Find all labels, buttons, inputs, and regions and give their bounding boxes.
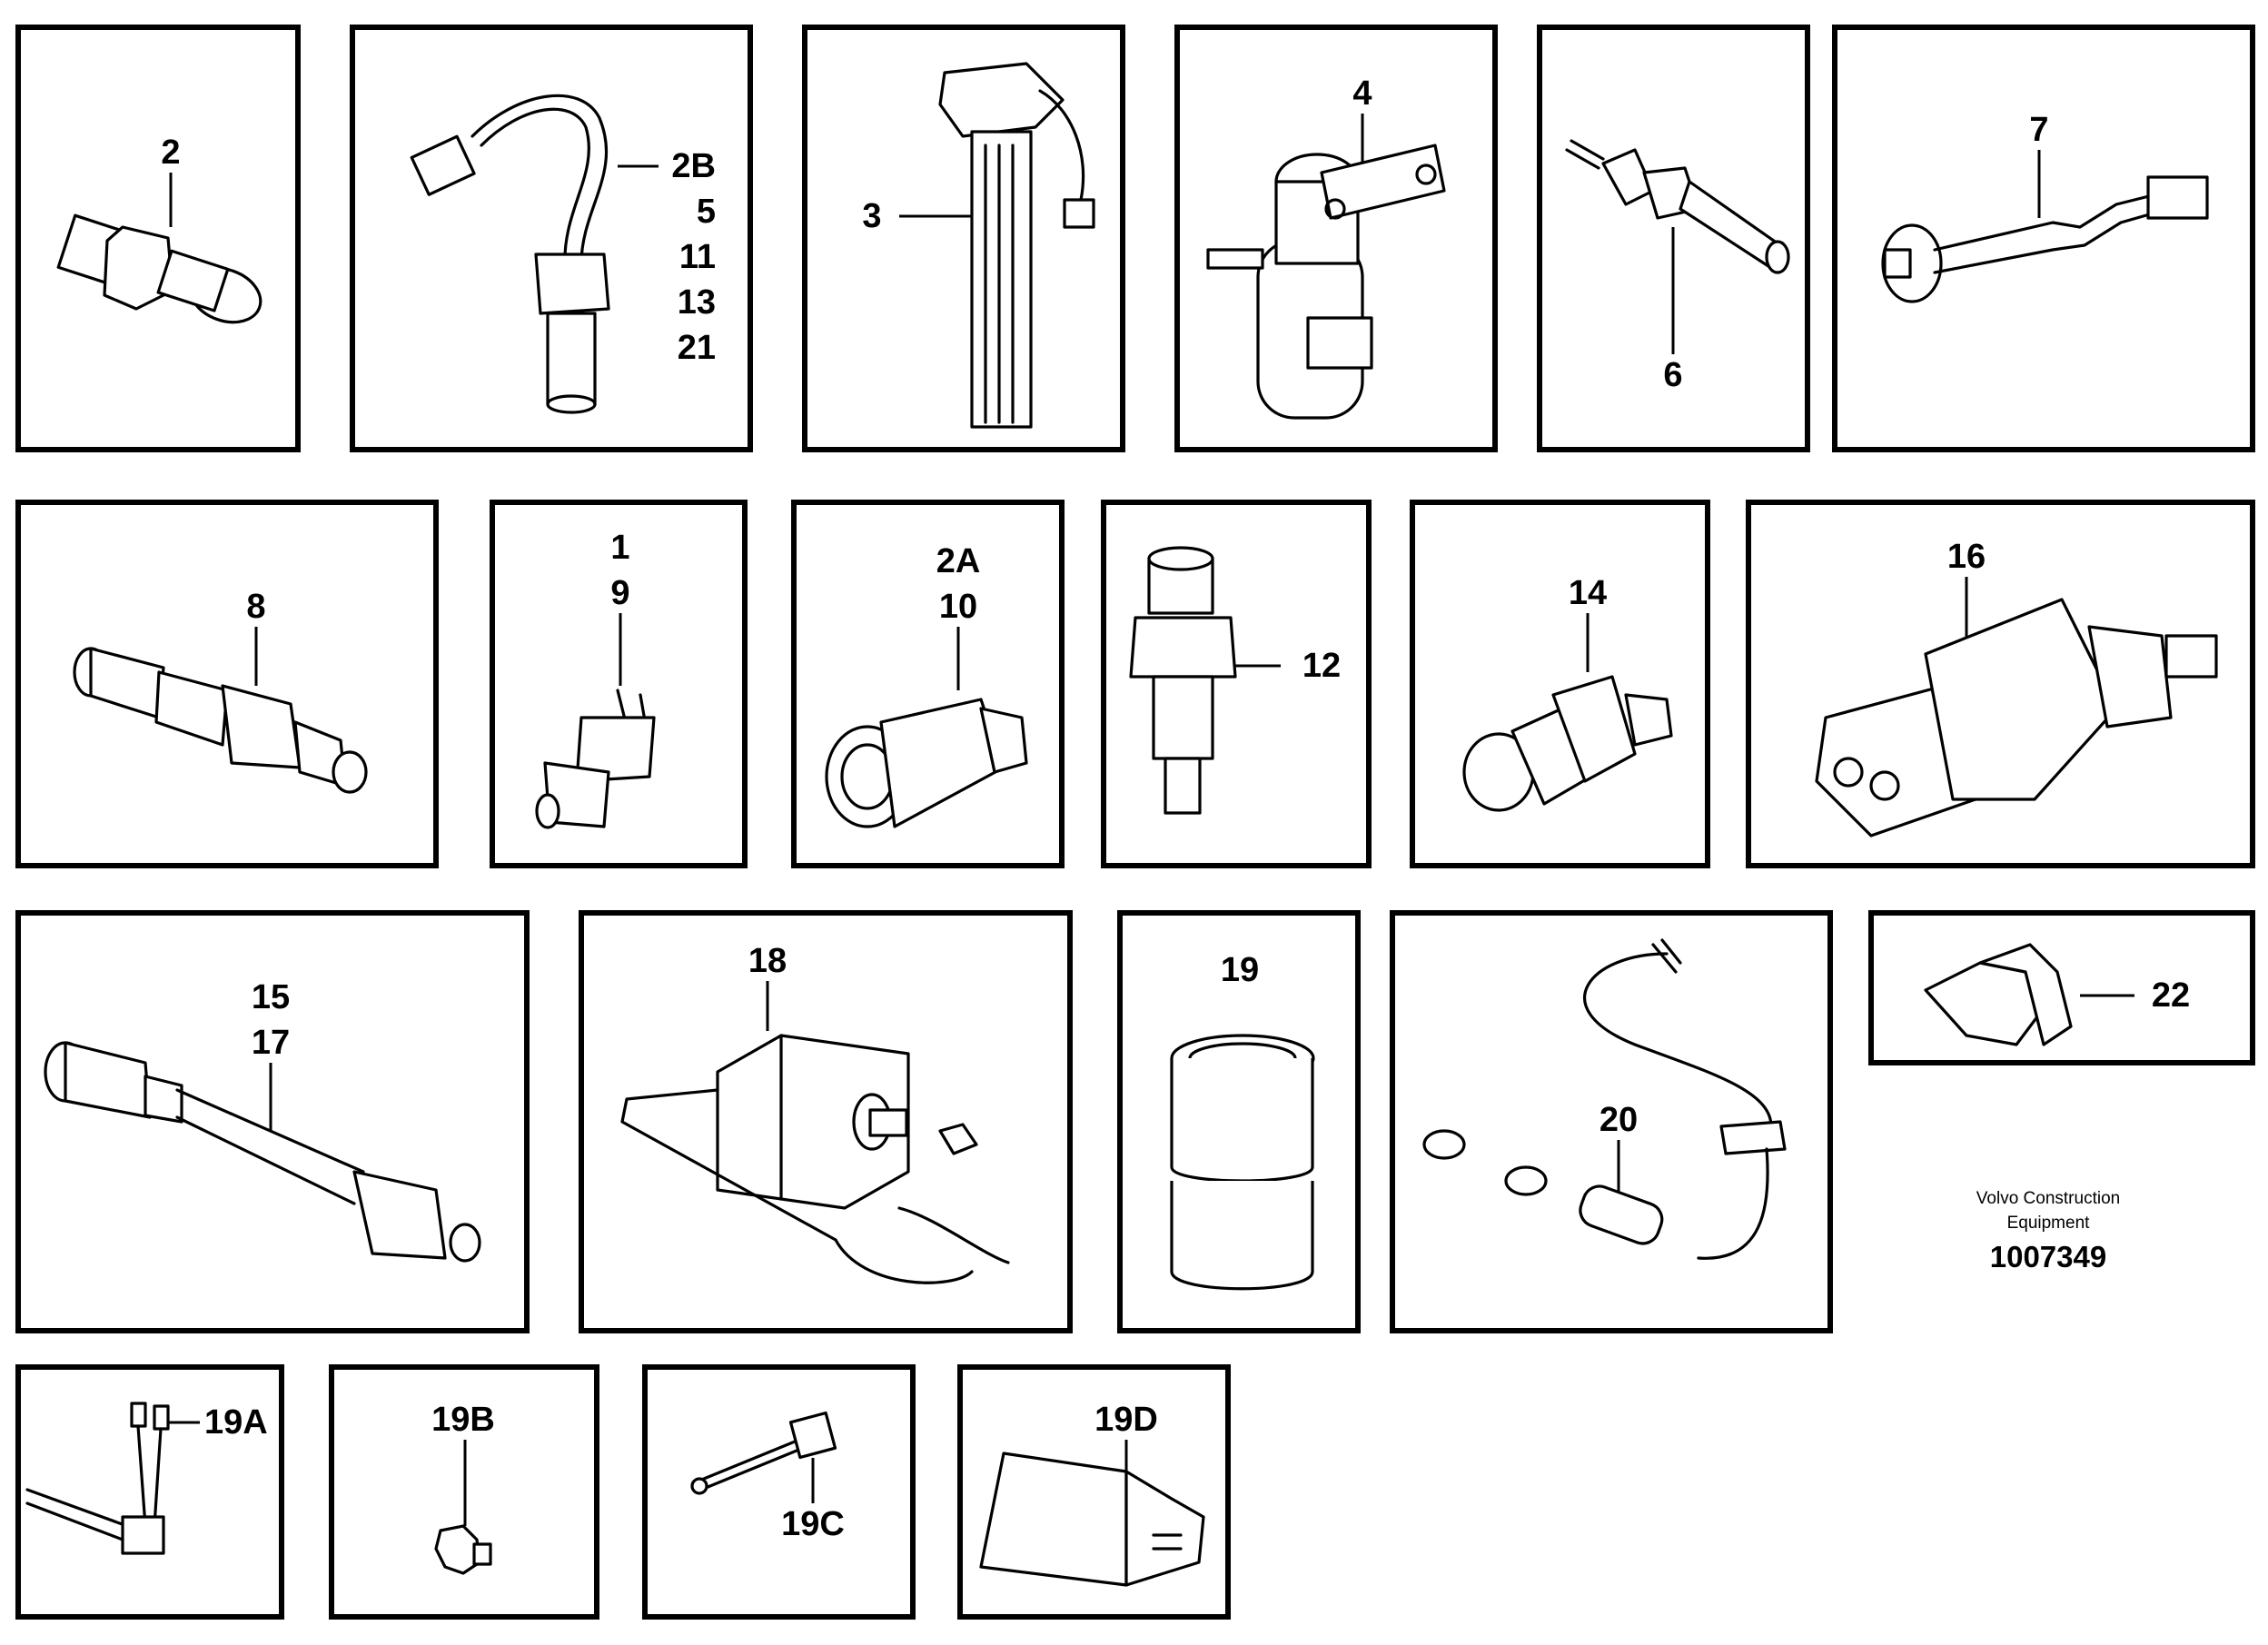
panel-part-12: 12 [1101, 500, 1372, 868]
panel-part-2: 2 [15, 25, 301, 452]
figure-caption: Volvo Construction Equipment 1007349 [1976, 1189, 2120, 1273]
callout-19c: 19C [781, 1505, 845, 1543]
callout-13: 13 [678, 283, 716, 322]
speed-sensor-with-cable-icon [44, 1041, 481, 1263]
panel-part-16: 16 [1746, 500, 2255, 868]
callout-21: 21 [678, 329, 716, 367]
panel-part-18: 18 [579, 910, 1073, 1333]
oil-pressure-sensor-icon [1462, 675, 1673, 812]
callout-17: 17 [252, 1024, 290, 1062]
panel-part-19a: 19A [15, 1364, 284, 1620]
callout-15: 15 [252, 978, 290, 1016]
large-pressure-switch-icon [1815, 598, 2218, 837]
temperature-sensor-icon [1565, 139, 1790, 274]
figure-number: 1007349 [1990, 1240, 2106, 1273]
callout-1: 1 [610, 529, 629, 567]
indicator-lens-icon [979, 1452, 1205, 1587]
panel-part-19d: 19D [957, 1364, 1231, 1620]
callout-2b: 2B [671, 147, 716, 185]
two-pin-sensor-icon [535, 689, 656, 829]
callout-11: 11 [679, 238, 716, 276]
temperature-sender-icon [410, 94, 610, 414]
callout-22: 22 [2152, 976, 2190, 1015]
callout-2: 2 [161, 134, 180, 172]
wire-connector-icon [25, 1402, 170, 1555]
sensor-with-lead-icon [1422, 938, 1787, 1260]
callout-7: 7 [2029, 111, 2048, 149]
panel-part-20: 20 [1390, 910, 1833, 1333]
panel-part-7: 7 [1832, 25, 2255, 452]
callout-10: 10 [939, 588, 977, 626]
sensor-with-cable-icon [1881, 175, 2209, 303]
panel-part-19c: 19C [642, 1364, 916, 1620]
panel-part-6: 6 [1537, 25, 1810, 452]
callout-5: 5 [697, 193, 716, 231]
panel-part-2b: 2B 5 11 13 21 [350, 25, 753, 452]
pipe-sensor-icon [73, 647, 368, 794]
thread-sensor-icon [1129, 546, 1237, 815]
publisher-line-2: Equipment [2007, 1214, 2091, 1233]
callout-4: 4 [1352, 74, 1372, 113]
thermostat-switch-icon [620, 1034, 1010, 1284]
panel-part-19b: 19B [329, 1364, 599, 1620]
pressure-sensor-icon [56, 213, 262, 324]
callout-19d: 19D [1094, 1401, 1158, 1439]
callout-8: 8 [246, 588, 265, 626]
callout-19a: 19A [204, 1403, 268, 1442]
panel-part-2a-10: 2A 10 [791, 500, 1065, 868]
callout-18: 18 [748, 942, 787, 980]
cap-icon [1924, 943, 2073, 1046]
panel-part-4: 4 [1174, 25, 1498, 452]
panel-part-14: 14 [1410, 500, 1710, 868]
panel-part-1-9: 1 9 [490, 500, 748, 868]
callout-9: 9 [610, 574, 629, 612]
small-bulb-icon [434, 1524, 492, 1575]
panel-part-8: 8 [15, 500, 439, 868]
publisher-line-1: Volvo Construction [1976, 1189, 2120, 1208]
solenoid-valve-icon [1206, 144, 1446, 420]
callout-14: 14 [1569, 574, 1607, 612]
round-connector-sensor-icon [825, 698, 1028, 828]
callout-16: 16 [1947, 538, 1986, 576]
callout-19b: 19B [431, 1401, 495, 1439]
callout-12: 12 [1302, 647, 1341, 685]
panel-part-3: 3 [802, 25, 1125, 452]
callout-6: 6 [1663, 356, 1682, 394]
callout-19: 19 [1221, 951, 1259, 989]
fuel-level-sender-icon [938, 62, 1095, 429]
bulb-socket-icon [1170, 1034, 1315, 1291]
panel-part-19: 19 [1117, 910, 1361, 1333]
probe-icon [690, 1411, 837, 1495]
panel-part-22: 22 [1868, 910, 2255, 1065]
panel-part-15-17: 15 17 [15, 910, 530, 1333]
callout-3: 3 [862, 197, 881, 235]
callout-20: 20 [1599, 1101, 1638, 1139]
callout-2a: 2A [936, 542, 981, 580]
